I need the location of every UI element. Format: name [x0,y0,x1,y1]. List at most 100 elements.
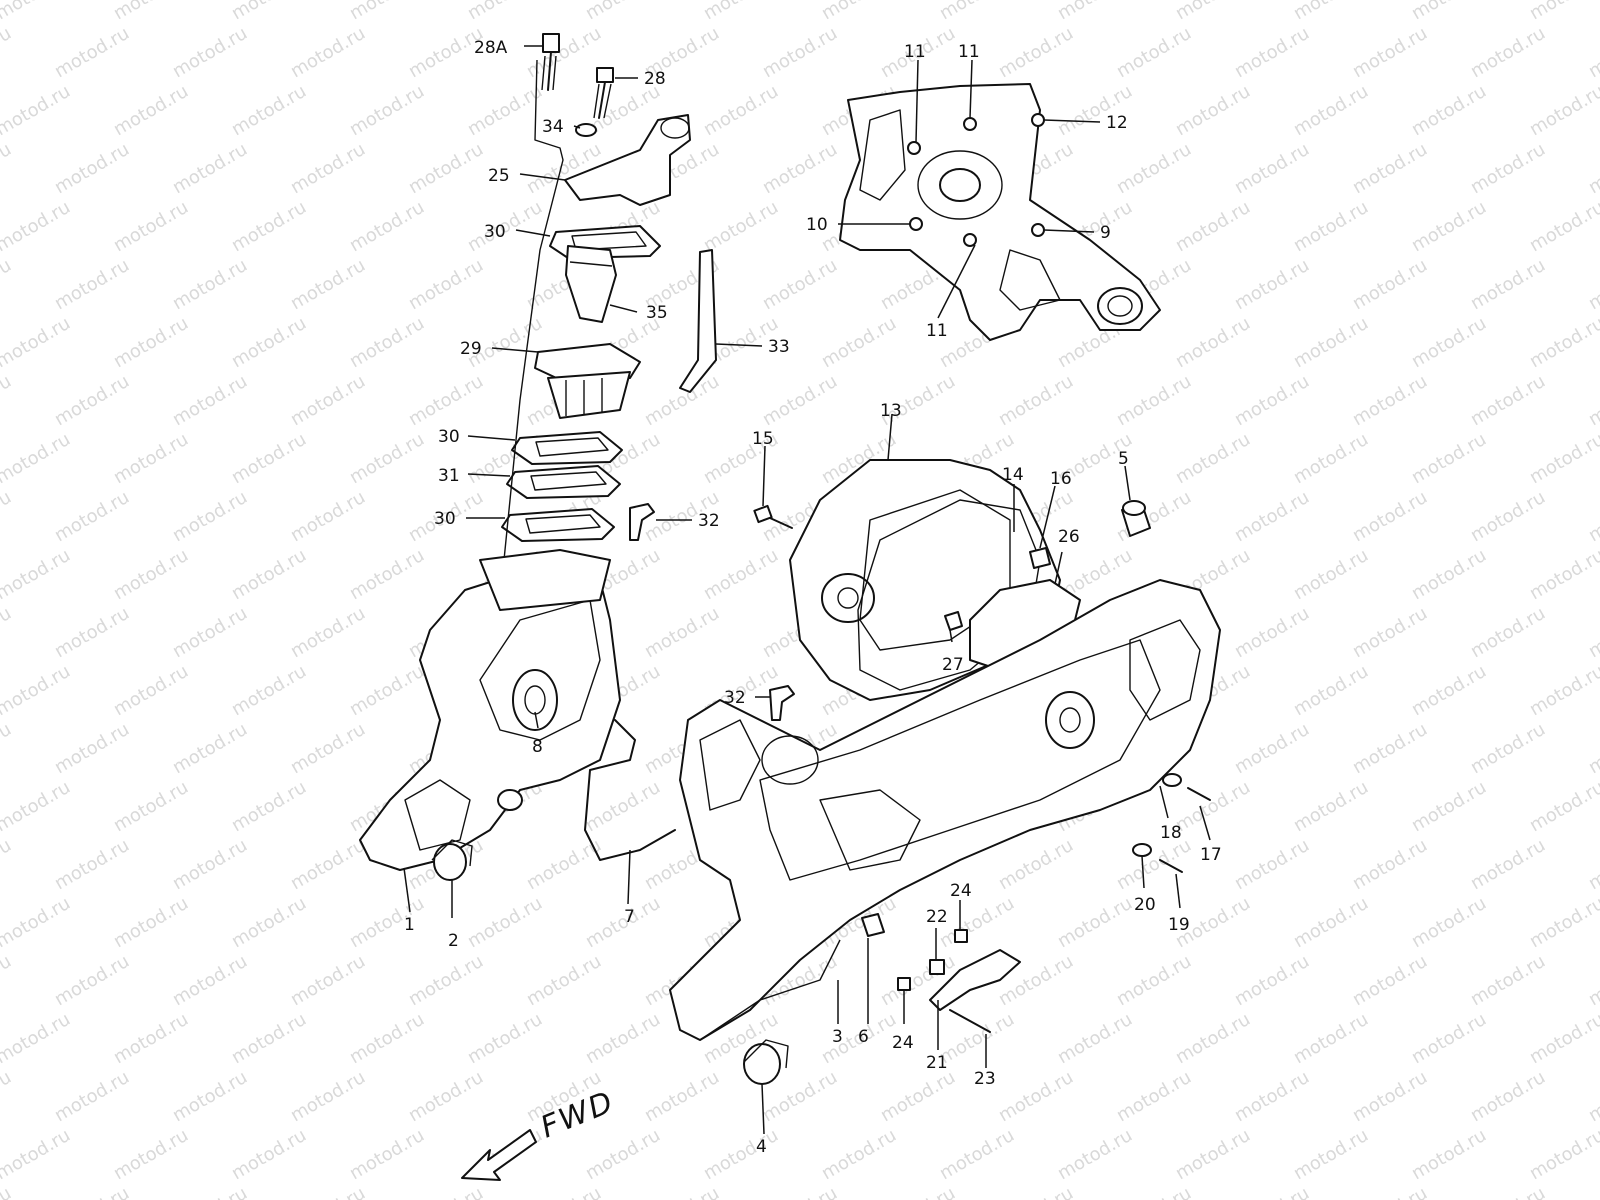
watermark-text: motod.ru [1349,23,1431,82]
watermark-text: motod.ru [169,835,251,894]
watermark-text: motod.ru [228,429,310,488]
watermark-text: motod.ru [0,835,15,894]
callout-26: 26 [1058,527,1080,547]
watermark-text: motod.ru [759,1183,841,1200]
watermark-text: motod.ru [1526,81,1600,140]
callout-11: 11 [904,42,926,62]
watermark-text: motod.ru [1172,429,1254,488]
watermark-text: motod.ru [936,893,1018,952]
watermark-text: motod.ru [169,23,251,82]
watermark-text: motod.ru [818,1125,900,1184]
watermark-text: motod.ru [169,487,251,546]
pin-22 [929,959,945,975]
watermark-text: motod.ru [1349,603,1431,662]
watermark-text: motod.ru [995,1067,1077,1126]
watermark-text: motod.ru [700,545,782,604]
watermark-text: motod.ru [0,1183,15,1200]
watermark-text: motod.ru [287,1183,369,1200]
watermark-text: motod.ru [1290,777,1372,836]
callout-3: 3 [832,1027,843,1047]
watermark-text: motod.ru [0,81,74,140]
watermark-text: motod.ru [346,1125,428,1184]
watermark-text: motod.ru [405,1067,487,1126]
callout-7: 7 [624,907,635,927]
watermark-text: motod.ru [0,951,15,1010]
watermark-text: motod.ru [169,1183,251,1200]
watermark-text: motod.ru [1467,255,1549,314]
watermark-text: motod.ru [1113,139,1195,198]
watermark-text: motod.ru [523,23,605,82]
watermark-text: motod.ru [641,371,723,430]
watermark-text: motod.ru [1585,139,1600,198]
watermark-text: motod.ru [582,0,664,24]
watermark-text: motod.ru [1349,719,1431,778]
watermark-text: motod.ru [759,371,841,430]
bolt-15 [753,504,793,529]
watermark-text: motod.ru [700,197,782,256]
watermark-text: motod.ru [700,1125,782,1184]
watermark-text: motod.ru [995,1183,1077,1200]
watermark-text: motod.ru [464,1009,546,1068]
bolt-19 [1159,859,1183,873]
watermark-text: motod.ru [464,0,546,24]
watermark-text: motod.ru [1349,1183,1431,1200]
watermark-text: motod.ru [0,1009,74,1068]
watermark-text: motod.ru [1408,777,1490,836]
watermark-text: motod.ru [1349,487,1431,546]
bolt-28a [541,33,560,91]
callout-31: 31 [438,466,460,486]
fwd-arrow-icon [461,1129,537,1181]
watermark-text: motod.ru [51,139,133,198]
watermark-text: motod.ru [405,951,487,1010]
watermark-text: motod.ru [1231,255,1313,314]
watermark-text: motod.ru [110,777,192,836]
watermark-text: motod.ru [1290,197,1372,256]
watermark-text: motod.ru [0,371,15,430]
watermark-text: motod.ru [110,1125,192,1184]
watermark-text: motod.ru [1526,777,1600,836]
watermark-text: motod.ru [228,545,310,604]
callout-30: 30 [438,427,460,447]
watermark-text: motod.ru [228,661,310,720]
fitting-32-upper [629,503,655,541]
watermark-text: motod.ru [1408,313,1490,372]
watermark-text: motod.ru [1231,487,1313,546]
watermark-text: motod.ru [1585,835,1600,894]
watermark-text: motod.ru [0,1125,74,1184]
watermark-text: motod.ru [700,0,782,24]
watermark-text: motod.ru [0,1067,15,1126]
watermark-text: motod.ru [1054,1009,1136,1068]
crankcase-left-1 [359,549,676,881]
watermark-text: motod.ru [346,429,428,488]
callout-25: 25 [488,166,510,186]
watermark-text: motod.ru [110,81,192,140]
clutch-cover-13 [753,459,1151,701]
callout-10: 10 [806,215,828,235]
watermark-text: motod.ru [877,1067,959,1126]
callout-24: 24 [892,1033,914,1053]
watermark-text: motod.ru [582,1125,664,1184]
watermark-text: motod.ru [1172,313,1254,372]
watermark-text: motod.ru [346,545,428,604]
clamp-33 [679,249,717,393]
watermark-text: motod.ru [1408,661,1490,720]
callout-30: 30 [434,509,456,529]
watermark-text: motod.ru [1113,1067,1195,1126]
watermark-text: motod.ru [1585,719,1600,778]
watermark-text: motod.ru [995,835,1077,894]
watermark-text: motod.ru [110,313,192,372]
crankcase-main-3 [669,579,1221,1085]
pin-24-upper [954,929,968,943]
watermark-text: motod.ru [1585,487,1600,546]
watermark-text: motod.ru [1231,23,1313,82]
watermark-text: motod.ru [995,23,1077,82]
watermark-text: motod.ru [1408,1125,1490,1184]
watermark-text: motod.ru [1172,197,1254,256]
callout-2: 2 [448,931,459,951]
watermark-text: motod.ru [110,1009,192,1068]
watermark-text: motod.ru [1054,0,1136,24]
watermark-text: motod.ru [1113,23,1195,82]
watermark-text: motod.ru [0,545,74,604]
watermark-text: motod.ru [1349,951,1431,1010]
watermark-text: motod.ru [110,661,192,720]
